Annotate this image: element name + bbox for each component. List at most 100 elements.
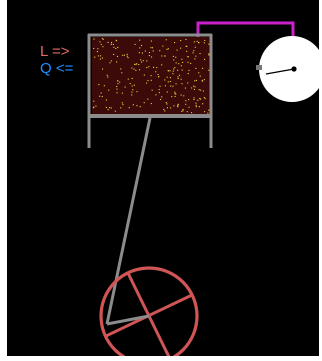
gas-particle [181,110,183,112]
gas-particle [158,92,160,94]
gas-particle [151,56,153,58]
gas-particle [131,94,133,96]
gas-particle [180,65,182,67]
gas-particle [204,58,206,60]
gas-particle [161,55,163,57]
gas-particle [105,99,107,101]
gas-particle [111,42,113,44]
gas-particle [144,50,146,52]
gas-particle [167,81,169,83]
gas-particle [186,111,188,113]
gas-particle [167,48,169,50]
gas-particle [120,68,122,70]
gas-particle [99,58,101,60]
gas-particle [114,110,116,112]
gas-particle [102,38,104,40]
gas-particle [102,46,104,48]
gas-particle [115,39,117,41]
gas-particle [173,59,175,61]
gas-particle [107,109,109,111]
gas-particle [164,79,166,81]
gas-particle [122,54,124,56]
gas-particle [121,72,123,74]
gas-particle [188,69,190,71]
gas-particle [109,107,111,109]
crank-arm [106,314,150,326]
gas-particle [195,79,197,81]
gas-particle [131,67,133,69]
gas-particle [204,111,206,113]
work-output-label: L => [40,43,70,60]
gas-particle [160,98,162,100]
gas-particle [123,54,125,56]
gas-particle [208,53,210,55]
gas-particle [163,108,165,110]
gas-particle [140,59,142,61]
gas-particle [207,112,209,114]
gas-particle [129,83,131,85]
gas-particle [152,50,154,52]
gas-particle [203,97,205,99]
gas-particle [132,104,134,106]
gas-particle [93,107,95,109]
gas-particle [172,85,174,87]
gas-particle [153,66,155,68]
gas-particle [208,43,210,45]
gas-particle [127,57,129,59]
gas-particle [191,87,193,89]
gas-particle [176,49,178,51]
gas-particle [116,88,118,90]
gas-particle [143,74,145,76]
gas-particle [96,51,98,53]
gas-particle [180,94,182,96]
gas-particle [134,43,136,45]
gas-particle [193,85,195,87]
gas-particle [208,69,210,71]
gas-particle [199,98,201,100]
gas-particle [110,107,112,109]
gas-particle [112,43,114,45]
gas-particle [146,67,148,69]
gas-particle [150,47,152,49]
pressure-gauge-icon [256,36,322,102]
gas-particle [177,76,179,78]
gas-particle [132,89,134,91]
gas-particle [177,69,179,71]
gas-particle [133,68,135,70]
gas-particle [175,56,177,58]
pressure-pipe [196,21,295,42]
gas-particle [195,55,197,57]
gas-particle [101,38,103,40]
gas-particles [93,38,210,114]
crank-wheel-icon [99,266,199,361]
gas-particle [148,52,150,54]
gas-particle [182,110,184,112]
gas-particle [162,45,164,47]
gas-particle [164,55,166,57]
gas-particle [187,82,189,84]
gas-particle [198,72,200,74]
gas-particle [102,68,104,70]
gas-particle [152,47,154,49]
gas-particle [193,97,195,99]
gas-particle [120,107,122,109]
gas-particle [191,112,193,114]
gas-particle [186,50,188,52]
gas-particle [141,52,143,54]
gas-particle [195,106,197,108]
gas-particle [181,69,183,71]
gas-particle [117,46,119,48]
gas-particle [165,39,167,41]
gas-particle [109,62,111,64]
gas-particle [190,62,192,64]
gas-particle [192,52,194,54]
gas-particle [97,48,99,50]
gas-particle [180,47,182,49]
flywheel-rim [99,266,199,361]
gas-particle [150,75,152,77]
gauge-hub [291,66,297,72]
gas-particle [122,104,124,106]
gas-particle [187,73,189,75]
gas-particle [115,48,117,50]
gas-particle [135,69,137,71]
